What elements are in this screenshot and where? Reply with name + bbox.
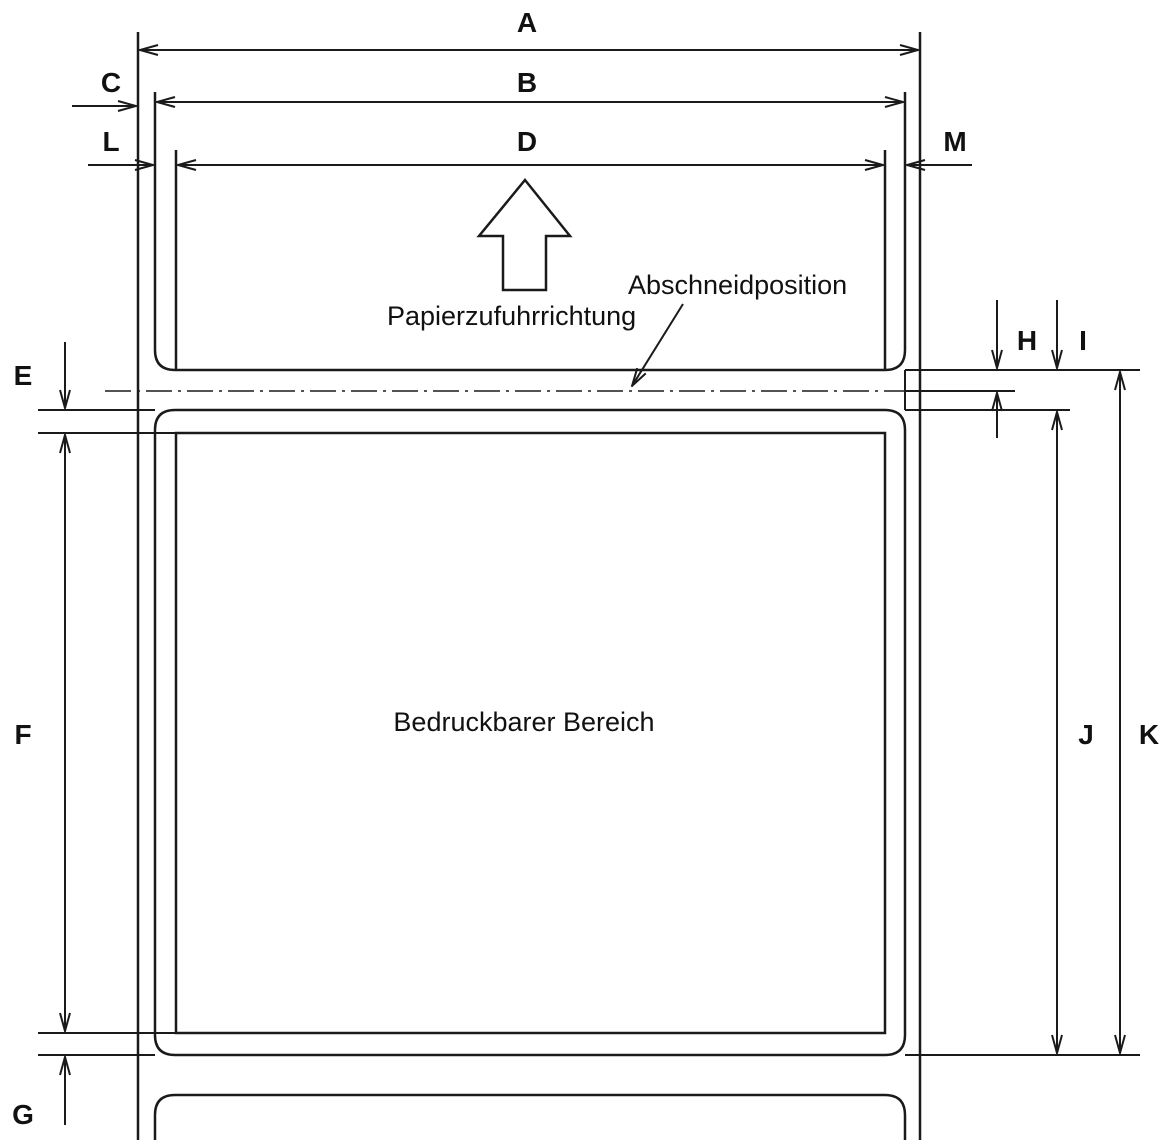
printable-area-box <box>174 431 887 1035</box>
next-label-outline <box>153 1093 907 1140</box>
label-h: H <box>1017 325 1037 356</box>
label-f: F <box>14 719 31 750</box>
label-outline <box>153 408 907 1057</box>
label-d: D <box>517 126 537 157</box>
feed-direction-arrow-icon <box>476 178 573 292</box>
label-k: K <box>1139 719 1159 750</box>
label-l: L <box>102 126 119 157</box>
label-g: G <box>12 1099 34 1130</box>
cut-position-pointer <box>632 303 684 386</box>
label-e: E <box>14 360 33 391</box>
feed-direction-text: Papierzufuhrrichtung <box>387 301 636 331</box>
previous-label-outline <box>153 92 907 372</box>
label-j: J <box>1078 719 1094 750</box>
label-m: M <box>943 126 966 157</box>
label-b: B <box>517 67 537 98</box>
label-c: C <box>101 67 121 98</box>
label-a: A <box>517 7 537 38</box>
label-i: I <box>1079 325 1087 356</box>
printable-area-text: Bedruckbarer Bereich <box>393 707 654 737</box>
cut-position-text: Abschneidposition <box>628 270 847 300</box>
